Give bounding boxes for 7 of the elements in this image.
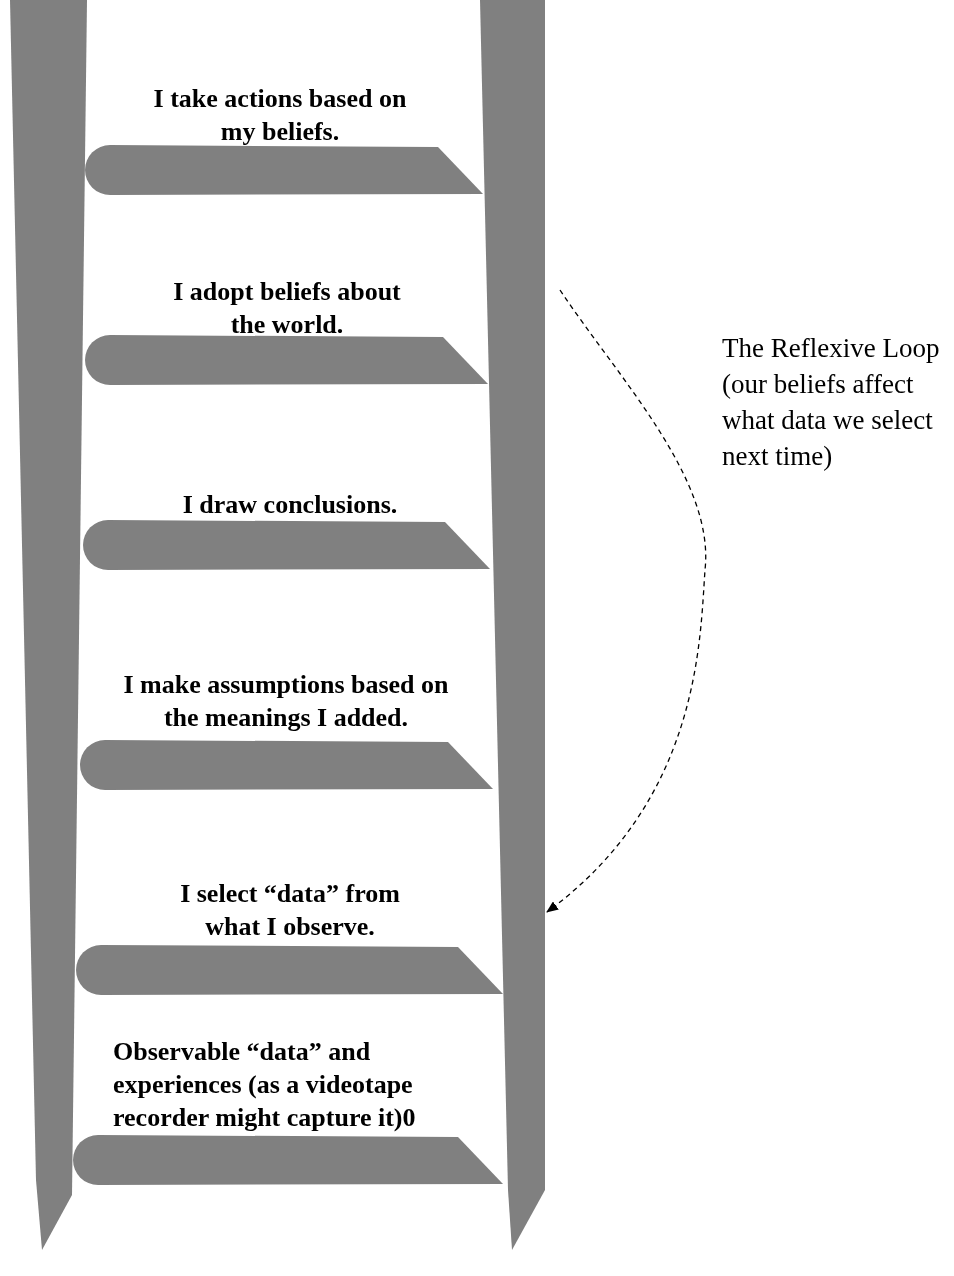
dashed-arrow [546,289,707,913]
step-label: I select “data” from what I observe. [179,878,401,943]
step-label: I make assumptions based on the meanings I added. [122,669,450,734]
step-label: Observable “data” and experiences (as a videotape recorder might capture it)0 [113,1036,417,1134]
step-label: I adopt beliefs about the world. [172,276,402,341]
step-label: I draw conclusions. [181,489,399,521]
step-label: I take actions based on my beliefs. [152,83,408,148]
